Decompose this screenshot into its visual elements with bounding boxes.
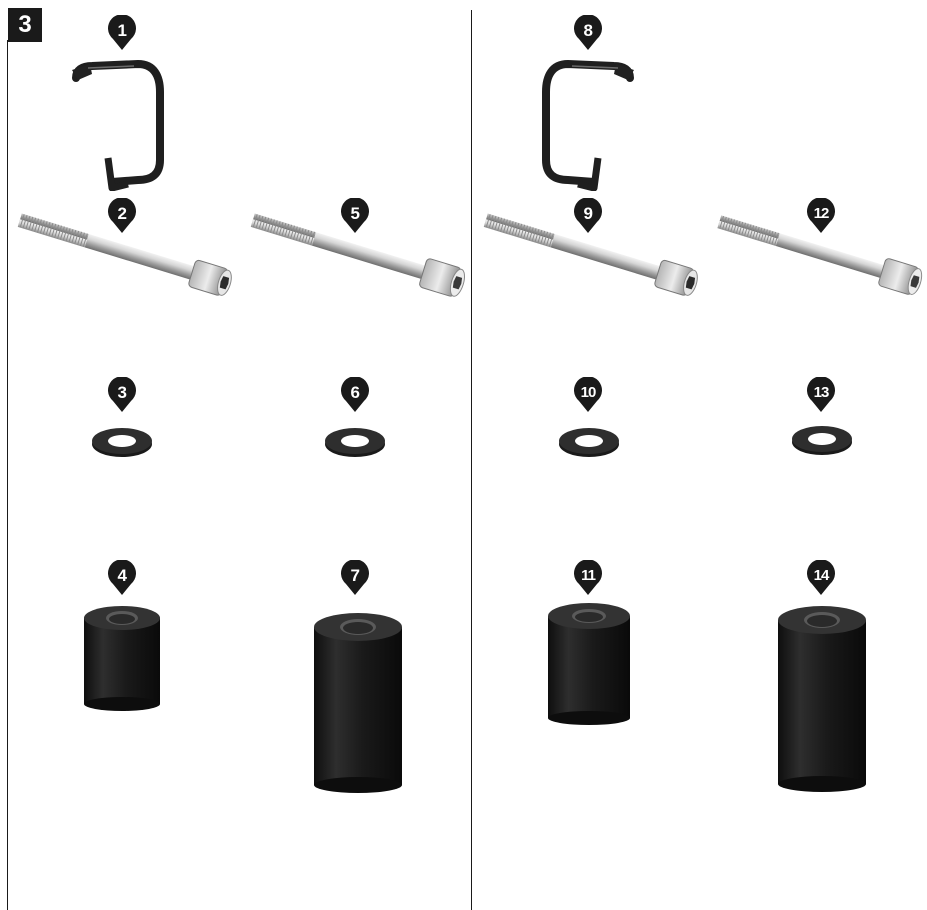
- part-number-label: 14: [806, 561, 836, 589]
- bracket-part-1: [68, 56, 168, 191]
- step-number-badge: 3: [8, 8, 42, 42]
- part-number-label: 4: [107, 561, 137, 589]
- part-marker-7: 7: [340, 560, 370, 596]
- part-marker-13: 13: [806, 377, 836, 413]
- part-marker-4: 4: [107, 560, 137, 596]
- part-marker-8: 8: [573, 15, 603, 51]
- center-divider-line: [471, 10, 472, 910]
- part-marker-11: 11: [573, 560, 603, 596]
- part-number-label: 2: [107, 199, 137, 227]
- washer-part-6: [323, 425, 387, 459]
- part-marker-10: 10: [573, 377, 603, 413]
- part-number-label: 12: [806, 199, 836, 227]
- spacer-part-7: [310, 605, 406, 795]
- spacer-part-14: [774, 598, 870, 793]
- part-number-label: 11: [573, 561, 603, 589]
- part-number-label: 6: [340, 378, 370, 406]
- part-number-label: 1: [107, 16, 137, 44]
- part-number-label: 8: [573, 16, 603, 44]
- part-marker-3: 3: [107, 377, 137, 413]
- part-number-label: 10: [573, 378, 603, 406]
- part-marker-5: 5: [340, 198, 370, 234]
- part-marker-1: 1: [107, 15, 137, 51]
- step-number: 3: [18, 11, 31, 39]
- spacer-part-11: [544, 598, 634, 728]
- washer-part-13: [790, 423, 854, 457]
- washer-part-10: [557, 425, 621, 459]
- part-number-label: 13: [806, 378, 836, 406]
- part-number-label: 7: [340, 561, 370, 589]
- part-number-label: 5: [340, 199, 370, 227]
- part-marker-6: 6: [340, 377, 370, 413]
- washer-part-3: [90, 425, 154, 459]
- part-number-label: 3: [107, 378, 137, 406]
- part-marker-12: 12: [806, 198, 836, 234]
- spacer-part-4: [80, 600, 164, 712]
- part-number-label: 9: [573, 199, 603, 227]
- left-border-line: [7, 40, 8, 910]
- bracket-part-8: [538, 56, 638, 191]
- part-marker-9: 9: [573, 198, 603, 234]
- part-marker-14: 14: [806, 560, 836, 596]
- part-marker-2: 2: [107, 198, 137, 234]
